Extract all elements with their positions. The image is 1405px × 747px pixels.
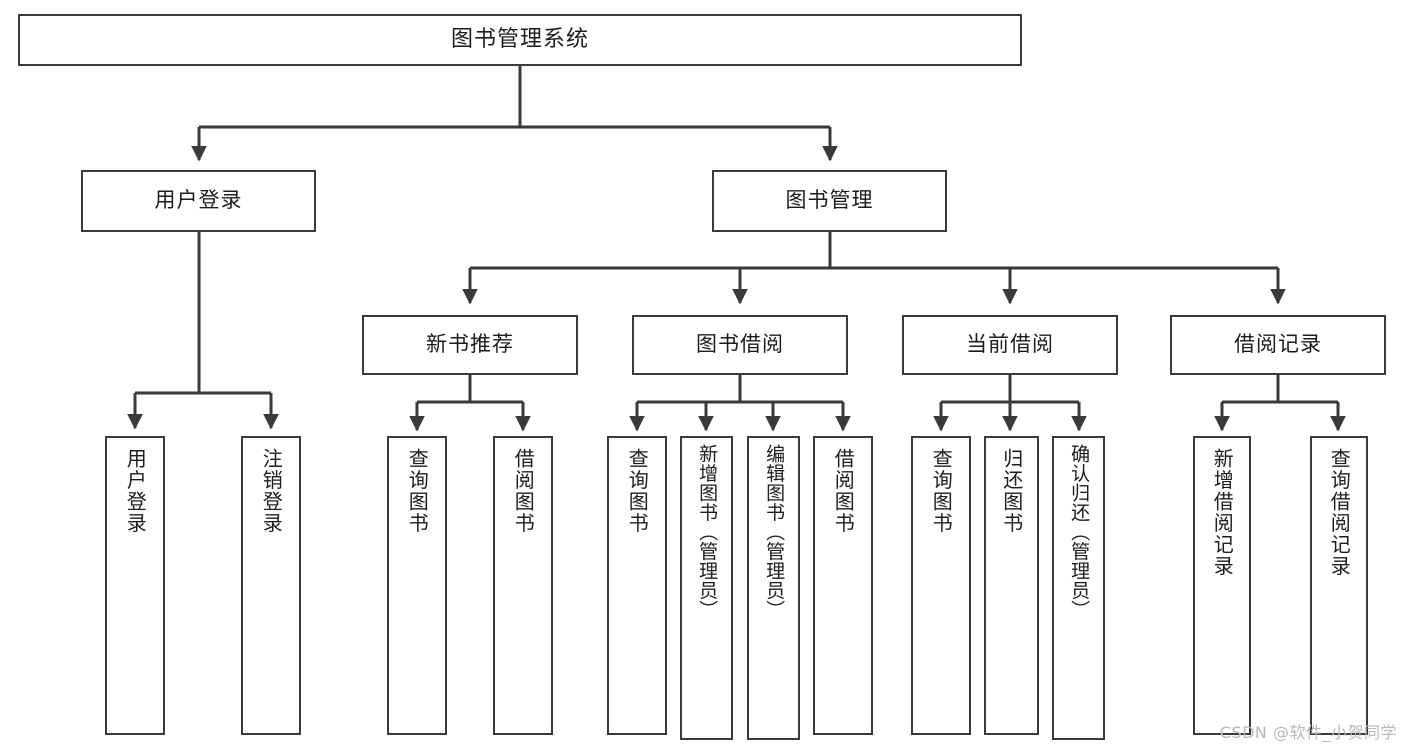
leaf-borrow-record-query-record[interactable]: 查询借阅记录 <box>1310 436 1368 735</box>
node-new-book-recommend[interactable]: 新书推荐 <box>362 315 578 375</box>
node-label: 编辑图书（管理员） <box>763 444 786 620</box>
leaf-book-borrow-borrow-books[interactable]: 借阅图书 <box>813 436 873 735</box>
node-label: 确认归还（管理员） <box>1068 444 1091 620</box>
edges-newbook-to-leaves <box>409 375 531 432</box>
node-label: 新增图书（管理员） <box>696 444 719 620</box>
node-label: 注销登录 <box>259 448 284 534</box>
leaf-book-borrow-query-books[interactable]: 查询图书 <box>607 436 667 735</box>
node-label: 归还图书 <box>999 448 1024 534</box>
leaf-new-book-query-books[interactable]: 查询图书 <box>387 436 447 735</box>
edges-currentborrow-to-leaves <box>933 375 1087 432</box>
leaf-current-borrow-return-books[interactable]: 归还图书 <box>984 436 1039 735</box>
node-user-login[interactable]: 用户登录 <box>81 170 316 232</box>
node-label: 新增借阅记录 <box>1210 448 1235 577</box>
node-label: 借阅记录 <box>1234 332 1322 357</box>
node-label: 查询图书 <box>625 448 650 534</box>
leaf-current-borrow-query-books[interactable]: 查询图书 <box>911 436 971 735</box>
node-label: 当前借阅 <box>966 332 1054 357</box>
node-label: 借阅图书 <box>831 448 856 534</box>
node-label: 图书管理 <box>785 188 874 213</box>
node-label: 查询图书 <box>929 448 954 534</box>
node-label: 用户登录 <box>154 188 243 213</box>
leaf-current-borrow-confirm-return-admin[interactable]: 确认归还（管理员） <box>1052 436 1105 740</box>
edges-root-to-level2 <box>191 66 838 162</box>
node-current-borrow[interactable]: 当前借阅 <box>902 315 1118 375</box>
leaf-new-book-borrow-books[interactable]: 借阅图书 <box>493 436 553 735</box>
leaf-book-borrow-add-book-admin[interactable]: 新增图书（管理员） <box>680 436 733 740</box>
leaf-borrow-record-add-record[interactable]: 新增借阅记录 <box>1193 436 1251 735</box>
edges-userlogin-to-leaves <box>127 232 279 430</box>
node-label: 新书推荐 <box>426 332 514 357</box>
node-book-management[interactable]: 图书管理 <box>712 170 947 232</box>
leaf-user-login-logout[interactable]: 注销登录 <box>241 436 301 735</box>
node-borrow-record[interactable]: 借阅记录 <box>1170 315 1386 375</box>
node-root-book-management-system[interactable]: 图书管理系统 <box>18 14 1022 66</box>
edges-bookborrow-to-leaves <box>629 375 851 432</box>
node-label: 用户登录 <box>123 448 148 534</box>
node-label: 图书借阅 <box>696 332 784 357</box>
node-label: 查询图书 <box>405 448 430 534</box>
node-label: 借阅图书 <box>511 448 536 534</box>
node-book-borrow[interactable]: 图书借阅 <box>632 315 848 375</box>
node-label: 图书管理系统 <box>450 26 589 52</box>
leaf-user-login-login[interactable]: 用户登录 <box>105 436 165 735</box>
edges-booksmgmt-to-level3 <box>462 232 1286 305</box>
edges-borrowrecord-to-leaves <box>1214 375 1346 432</box>
csdn-watermark: CSDN @软件_小贺同学 <box>1219 723 1397 742</box>
node-label: 查询借阅记录 <box>1327 448 1352 577</box>
leaf-book-borrow-edit-book-admin[interactable]: 编辑图书（管理员） <box>747 436 800 740</box>
